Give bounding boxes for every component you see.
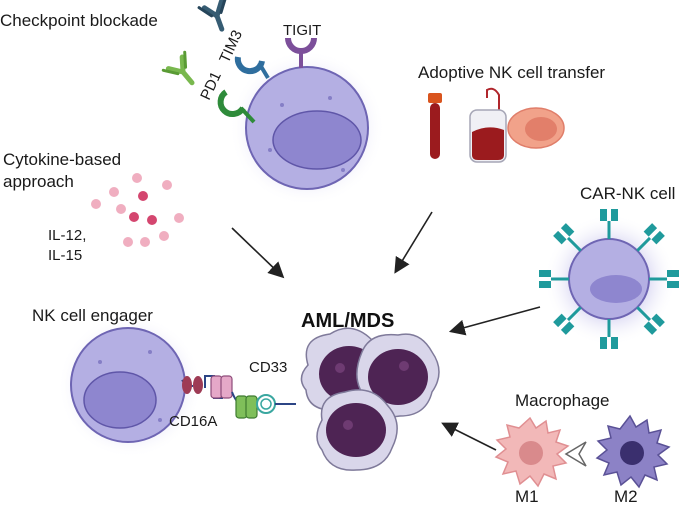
- cytokine-title-line1: Cytokine-based: [3, 150, 122, 169]
- nk-cell-icon: [507, 107, 565, 149]
- m2-macrophage: [595, 414, 671, 489]
- engager-nk-cell: [58, 314, 202, 458]
- cytokine-il12-label: IL-12,: [48, 227, 87, 244]
- blood-tube-icon: [428, 93, 442, 159]
- cd33-label: CD33: [249, 359, 288, 376]
- bispecific-engager: [204, 375, 296, 419]
- cd16a-label: CD16A: [169, 413, 218, 430]
- arrow-icon: [231, 211, 541, 451]
- blood-bag-icon: [469, 87, 507, 163]
- pd1-receptor: [217, 89, 256, 124]
- adoptive-transfer-title: Adoptive NK cell transfer: [418, 63, 606, 82]
- car-nk-title: CAR-NK cell: [580, 184, 676, 203]
- macrophage-title: Macrophage: [515, 391, 610, 410]
- checkpoint-blockade-title: Checkpoint blockade: [0, 11, 158, 30]
- cytokine-il15-label: IL-15: [48, 247, 83, 264]
- car-receptors: [539, 209, 679, 349]
- tigit-label: TIGIT: [283, 22, 321, 39]
- cytokine-dots: [91, 173, 184, 247]
- checkpoint-nk-cell: [229, 50, 385, 206]
- engager-title: NK cell engager: [32, 306, 153, 325]
- aml-cell-icon: [316, 389, 398, 471]
- antibody-icon: [197, 0, 227, 32]
- antibody-icon: [161, 50, 195, 86]
- cytokine-title-line2: approach: [3, 172, 74, 191]
- m2-label: M2: [614, 487, 638, 506]
- m2-to-m1-chevron-icon: [564, 441, 587, 467]
- cd16a-receptor: [181, 376, 203, 394]
- tigit-receptor: [285, 37, 317, 68]
- tim3-label: TIM3: [216, 28, 246, 66]
- tim3-receptor: [234, 56, 270, 80]
- m1-macrophage: [494, 416, 570, 488]
- center-label: AML/MDS: [301, 310, 395, 332]
- m1-label: M1: [515, 487, 539, 506]
